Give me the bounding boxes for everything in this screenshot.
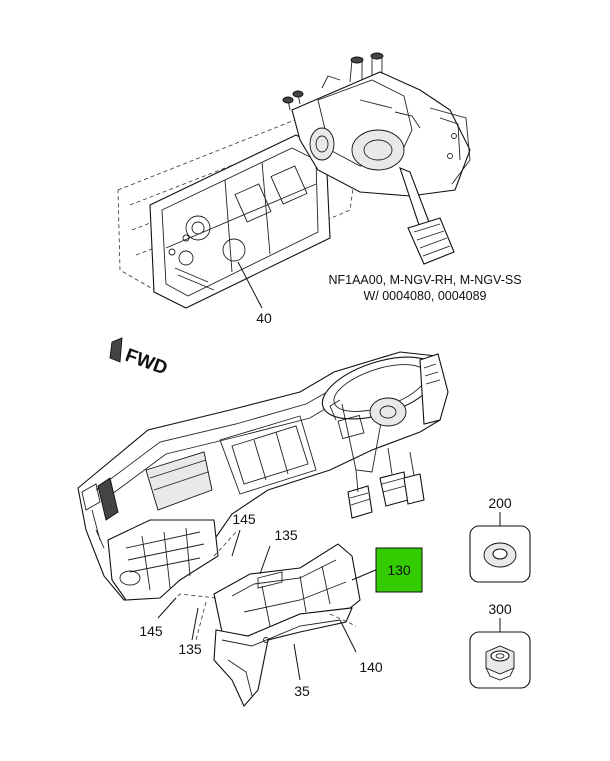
leader-140 bbox=[339, 619, 357, 653]
part-label-140[interactable]: 140 bbox=[359, 659, 383, 675]
part-label-135-upper[interactable]: 135 bbox=[274, 527, 298, 543]
fwd-indicator: FWD bbox=[109, 337, 170, 380]
pedal-box-housing bbox=[282, 52, 471, 265]
part-label-40[interactable]: 40 bbox=[256, 310, 272, 326]
part-label-135-lower[interactable]: 135 bbox=[178, 641, 202, 657]
highlight-box-130[interactable] bbox=[375, 547, 423, 593]
part-label-130[interactable]: 130 bbox=[387, 562, 411, 578]
leader-130 bbox=[351, 568, 379, 581]
leader-135b bbox=[191, 607, 199, 641]
dashboard-assembly bbox=[77, 351, 449, 601]
fwd-arrow-icon bbox=[109, 337, 123, 363]
variant-note-line2: W/ 0004080, 0004089 bbox=[363, 289, 486, 303]
leader-145a bbox=[231, 529, 241, 557]
fwd-label: FWD bbox=[122, 345, 170, 380]
leader-35 bbox=[293, 643, 301, 681]
bezel-frame-40[interactable] bbox=[149, 134, 331, 309]
lower-panel-35[interactable] bbox=[213, 607, 353, 708]
callout-washer-200[interactable] bbox=[469, 525, 531, 583]
part-label-145-lower[interactable]: 145 bbox=[139, 623, 163, 639]
part-label-200[interactable]: 200 bbox=[488, 495, 512, 511]
callout-nut-300[interactable] bbox=[469, 631, 531, 689]
leader-135a bbox=[259, 545, 271, 575]
leader-40 bbox=[237, 261, 263, 309]
leader-lines bbox=[157, 529, 379, 681]
top-pedal-assembly bbox=[117, 52, 471, 309]
part-label-145-upper[interactable]: 145 bbox=[232, 511, 256, 527]
part-label-35[interactable]: 35 bbox=[294, 683, 310, 699]
leader-145b bbox=[157, 597, 177, 619]
variant-note-line1: NF1AA00, M-NGV-RH, M-NGV-SS bbox=[328, 273, 521, 287]
part-label-300[interactable]: 300 bbox=[488, 601, 512, 617]
lower-trim-panels bbox=[213, 543, 361, 708]
